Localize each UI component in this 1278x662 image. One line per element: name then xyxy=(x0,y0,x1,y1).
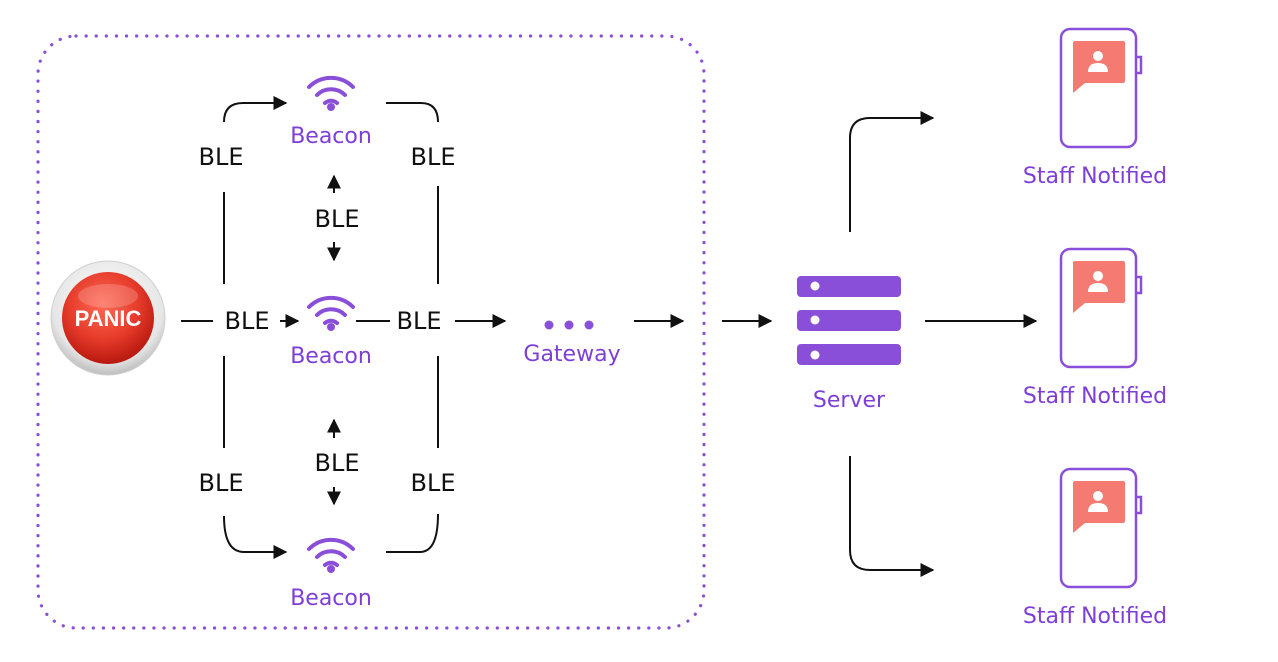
wifi-icon xyxy=(307,295,355,331)
beacon-label-middle: Beacon xyxy=(290,344,372,369)
wifi-icon xyxy=(307,75,355,111)
gateway-label: Gateway xyxy=(523,342,620,367)
ble-label: BLE xyxy=(315,449,360,477)
panic-button: PANIC xyxy=(50,260,166,376)
ble-label: BLE xyxy=(411,143,456,171)
ble-label: BLE xyxy=(199,143,244,171)
local-network-boundary xyxy=(36,34,706,630)
ble-label: BLE xyxy=(199,469,244,497)
staff-notified-label: Staff Notified xyxy=(1023,384,1167,409)
connector-right-bottom-lower xyxy=(386,513,439,553)
arrow-server-to-phone-top xyxy=(849,111,935,232)
panic-label: PANIC xyxy=(75,306,142,331)
phone-user-icon xyxy=(1059,27,1143,149)
connector-right-top-upper xyxy=(386,102,439,123)
phone-user-icon xyxy=(1059,247,1143,369)
phone-user-icon xyxy=(1059,467,1143,589)
server-label: Server xyxy=(813,388,886,413)
connector-left-top-upper xyxy=(223,96,288,123)
server-icon xyxy=(797,276,901,365)
connector-left-bottom-lower xyxy=(223,515,288,559)
ble-label: BLE xyxy=(411,469,456,497)
beacon-label-bottom: Beacon xyxy=(290,586,372,611)
ble-label: BLE xyxy=(397,307,442,335)
dots-icon xyxy=(544,320,594,330)
beacon-label-top: Beacon xyxy=(290,124,372,149)
wifi-icon xyxy=(307,537,355,573)
staff-notified-label: Staff Notified xyxy=(1023,164,1167,189)
ble-label: BLE xyxy=(225,307,270,335)
arrow-server-to-phone-bottom xyxy=(849,456,935,577)
ble-label: BLE xyxy=(315,205,360,233)
staff-notified-label: Staff Notified xyxy=(1023,604,1167,629)
